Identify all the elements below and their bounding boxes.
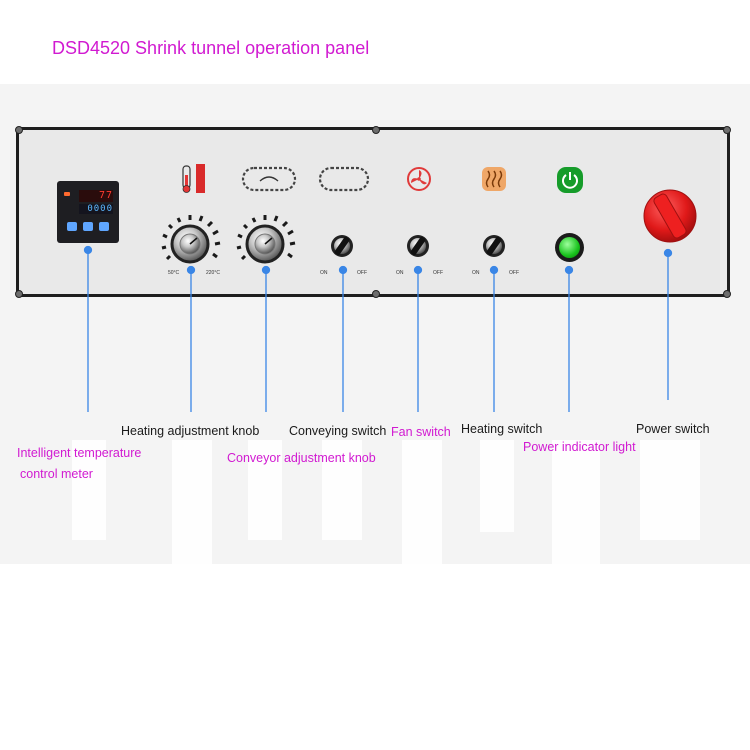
- label-fan-switch: Fan switch: [391, 425, 451, 439]
- meter-button[interactable]: [83, 222, 93, 231]
- machine-leg: [480, 440, 514, 532]
- panel-screw: [15, 290, 23, 298]
- machine-leg: [248, 440, 282, 540]
- label-power-switch: Power switch: [636, 422, 710, 436]
- fan-switch[interactable]: [407, 235, 429, 257]
- knob-scale-max: 220°C: [206, 270, 220, 276]
- chain-speed-icon: [241, 166, 297, 192]
- machine-leg: [72, 440, 106, 540]
- page-title: DSD4520 Shrink tunnel operation panel: [52, 38, 370, 58]
- power-rotary-switch[interactable]: [643, 189, 697, 243]
- machine-leg: [640, 440, 700, 540]
- label-conveying-switch: Conveying switch: [289, 424, 387, 438]
- meter-led: [64, 192, 70, 196]
- knob-scale-min: 50°C: [168, 270, 180, 276]
- meter-pv-display: 77: [79, 190, 113, 202]
- panel-screw: [723, 126, 731, 134]
- fan-switch-on: ON: [396, 270, 404, 276]
- conveyor-adjustment-knob[interactable]: [236, 215, 296, 264]
- heating-icon: [482, 167, 506, 191]
- label-meter-line1: Intelligent temperature: [17, 446, 142, 460]
- power-icon: [557, 167, 583, 193]
- label-heating-knob: Heating adjustment knob: [121, 424, 260, 438]
- label-meter-line2: control meter: [20, 467, 93, 481]
- machine-leg: [322, 440, 362, 540]
- operation-panel: [16, 127, 730, 297]
- panel-screw: [372, 126, 380, 134]
- heating-switch-on: ON: [472, 270, 480, 276]
- conveying-switch[interactable]: [331, 235, 353, 257]
- panel-screw: [723, 290, 731, 298]
- meter-sv-display: 0000: [79, 204, 113, 214]
- conveying-switch-off: OFF: [357, 270, 367, 276]
- temperature-control-meter[interactable]: 77 0000: [57, 181, 119, 243]
- machine-leg: [402, 440, 442, 565]
- machine-leg: [552, 440, 600, 565]
- fan-icon: [407, 167, 431, 191]
- machine-leg: [172, 440, 212, 565]
- label-power-light: Power indicator light: [523, 440, 636, 454]
- power-indicator-light: [555, 233, 584, 262]
- label-heating-switch: Heating switch: [461, 422, 543, 436]
- thermometer-icon: [182, 164, 205, 193]
- panel-screw: [372, 290, 380, 298]
- heating-switch-off: OFF: [509, 270, 519, 276]
- heating-adjustment-knob[interactable]: [161, 215, 221, 264]
- meter-button[interactable]: [67, 222, 77, 231]
- chain-icon: [318, 166, 370, 192]
- panel-screw: [15, 126, 23, 134]
- label-conveyor-knob: Conveyor adjustment knob: [227, 451, 376, 465]
- heating-switch[interactable]: [483, 235, 505, 257]
- fan-switch-off: OFF: [433, 270, 443, 276]
- conveying-switch-on: ON: [320, 270, 328, 276]
- meter-button[interactable]: [99, 222, 109, 231]
